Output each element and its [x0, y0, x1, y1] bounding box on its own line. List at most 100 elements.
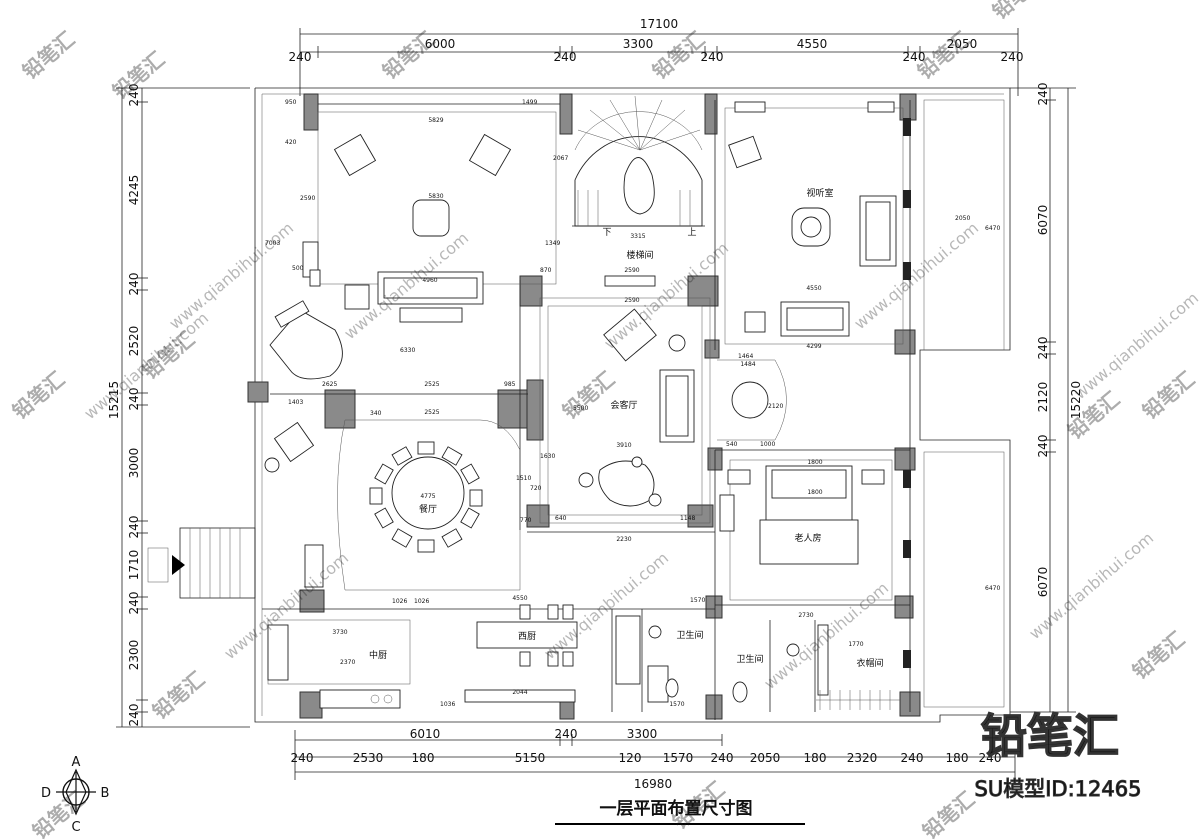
svg-text:500: 500: [292, 265, 304, 272]
brand-logo-text: 铅笔汇: [981, 709, 1119, 763]
plan-title: 一层平面布置尺寸图: [600, 798, 753, 819]
dining-chairs: [369, 441, 483, 553]
svg-text:5500: 5500: [573, 405, 588, 412]
dim-top-seg: 240: [554, 50, 577, 64]
watermark: 铅笔汇: [558, 367, 619, 424]
stair-up-label: 上: [687, 227, 696, 238]
watermark: 铅笔汇: [8, 367, 69, 424]
inner-dimensions: 950 1499 5829 420 2590 5830 2067 7003 50…: [265, 99, 1000, 708]
dim-left-seg: 4245: [127, 175, 141, 206]
dim-left-seg: 2520: [127, 326, 141, 357]
svg-text:870: 870: [540, 267, 552, 274]
compass-c: C: [71, 820, 80, 835]
furniture: [147, 95, 911, 710]
dim-top-seg: 6000: [425, 37, 456, 51]
svg-text:1349: 1349: [545, 240, 560, 247]
dim-bottom-seg: 5150: [515, 751, 546, 765]
room-label-kitchen: 中厨: [369, 649, 387, 661]
dim-bottom-seg: 240: [555, 727, 578, 741]
svg-text:4775: 4775: [420, 493, 435, 500]
room-label-av: 视听室: [806, 187, 833, 199]
dim-bottom-seg: 6010: [410, 727, 441, 741]
watermark: 铅笔汇: [918, 787, 979, 840]
svg-text:2067: 2067: [553, 155, 568, 162]
dim-top-seg: 4550: [797, 37, 828, 51]
svg-text:6470: 6470: [985, 225, 1000, 232]
room-label-bath2: 卫生间: [736, 653, 763, 665]
room-label-closet: 衣帽间: [856, 657, 883, 669]
dim-top-seg: 240: [701, 50, 724, 64]
dim-top-seg: 2050: [947, 37, 978, 51]
svg-text:1000: 1000: [760, 441, 775, 448]
svg-text:950: 950: [285, 99, 297, 106]
dim-right-seg: 6070: [1036, 567, 1050, 598]
dim-top-seg: 240: [1001, 50, 1024, 64]
svg-text:1403: 1403: [288, 399, 303, 406]
room-label-hall: 会客厅: [610, 399, 637, 411]
svg-text:1026: 1026: [414, 598, 429, 605]
svg-text:6330: 6330: [400, 347, 415, 354]
dim-bottom-seg: 240: [979, 751, 1002, 765]
svg-text:7003: 7003: [265, 240, 280, 247]
svg-text:1026: 1026: [392, 598, 407, 605]
dim-left-seg: 240: [127, 704, 141, 727]
dim-left-seg: 240: [127, 84, 141, 107]
svg-text:1464: 1464: [738, 353, 753, 360]
dim-right-seg: 6070: [1036, 205, 1050, 236]
svg-text:2730: 2730: [798, 612, 813, 619]
svg-text:6470: 6470: [985, 585, 1000, 592]
svg-text:1570: 1570: [669, 701, 684, 708]
compass-symbol: A B C D: [41, 755, 109, 835]
dim-left-seg: 3000: [127, 448, 141, 479]
svg-text:985: 985: [504, 381, 516, 388]
svg-text:1630: 1630: [540, 453, 555, 460]
svg-text:720: 720: [530, 485, 542, 492]
watermark: 铅笔汇: [148, 667, 209, 724]
dim-right-seg: 2120: [1036, 382, 1050, 413]
svg-text:540: 540: [726, 441, 738, 448]
svg-text:5830: 5830: [428, 193, 443, 200]
room-label-elder: 老人房: [794, 532, 821, 544]
dim-right-seg: 240: [1036, 83, 1050, 106]
watermark-url: www.qianbihui.com: [80, 308, 212, 423]
svg-text:5829: 5829: [428, 117, 443, 124]
svg-text:4550: 4550: [512, 595, 527, 602]
dim-bottom-seg: 180: [804, 751, 827, 765]
room-labels: 楼梯间 下 上 视听室 会客厅 餐厅 老人房 中厨 西厨 卫生间 卫生间 衣帽间: [369, 187, 884, 669]
svg-text:2590: 2590: [300, 195, 315, 202]
svg-text:640: 640: [555, 515, 567, 522]
stair-down-label: 下: [602, 228, 611, 238]
watermark-url: www.qianbihui.com: [540, 548, 672, 663]
dim-left-seg: 240: [127, 516, 141, 539]
svg-text:2230: 2230: [616, 536, 631, 543]
svg-text:2525: 2525: [424, 409, 439, 416]
model-id-text: SU模型ID:12465: [975, 777, 1142, 801]
svg-text:1148: 1148: [680, 515, 695, 522]
dimension-lines: [116, 28, 1076, 780]
watermark: 铅笔汇: [378, 27, 439, 84]
watermark: 铅笔汇: [18, 27, 79, 84]
svg-text:1800: 1800: [807, 459, 822, 466]
dim-bottom-seg: 2320: [847, 751, 878, 765]
svg-text:2625: 2625: [322, 381, 337, 388]
svg-text:340: 340: [370, 410, 382, 417]
dim-bottom-total: 16980: [634, 777, 672, 791]
svg-text:2590: 2590: [624, 267, 639, 274]
compass-d: D: [41, 786, 51, 801]
svg-text:4550: 4550: [806, 285, 821, 292]
dim-top-seg: 240: [903, 50, 926, 64]
svg-text:2050: 2050: [955, 215, 970, 222]
dim-top-total: 17100: [640, 17, 678, 31]
svg-text:1484: 1484: [740, 361, 755, 368]
svg-text:1036: 1036: [440, 701, 455, 708]
dim-bottom-seg: 180: [946, 751, 969, 765]
dim-top-seg: 3300: [623, 37, 654, 51]
brand-stamp: 铅笔汇 SU模型ID:12465: [974, 708, 1142, 801]
dim-left-seg: 2300: [127, 640, 141, 671]
dim-bottom-seg: 240: [901, 751, 924, 765]
svg-text:3315: 3315: [630, 233, 645, 240]
dim-bottom-seg: 3300: [627, 727, 658, 741]
svg-text:3910: 3910: [616, 442, 631, 449]
svg-text:2590: 2590: [624, 297, 639, 304]
